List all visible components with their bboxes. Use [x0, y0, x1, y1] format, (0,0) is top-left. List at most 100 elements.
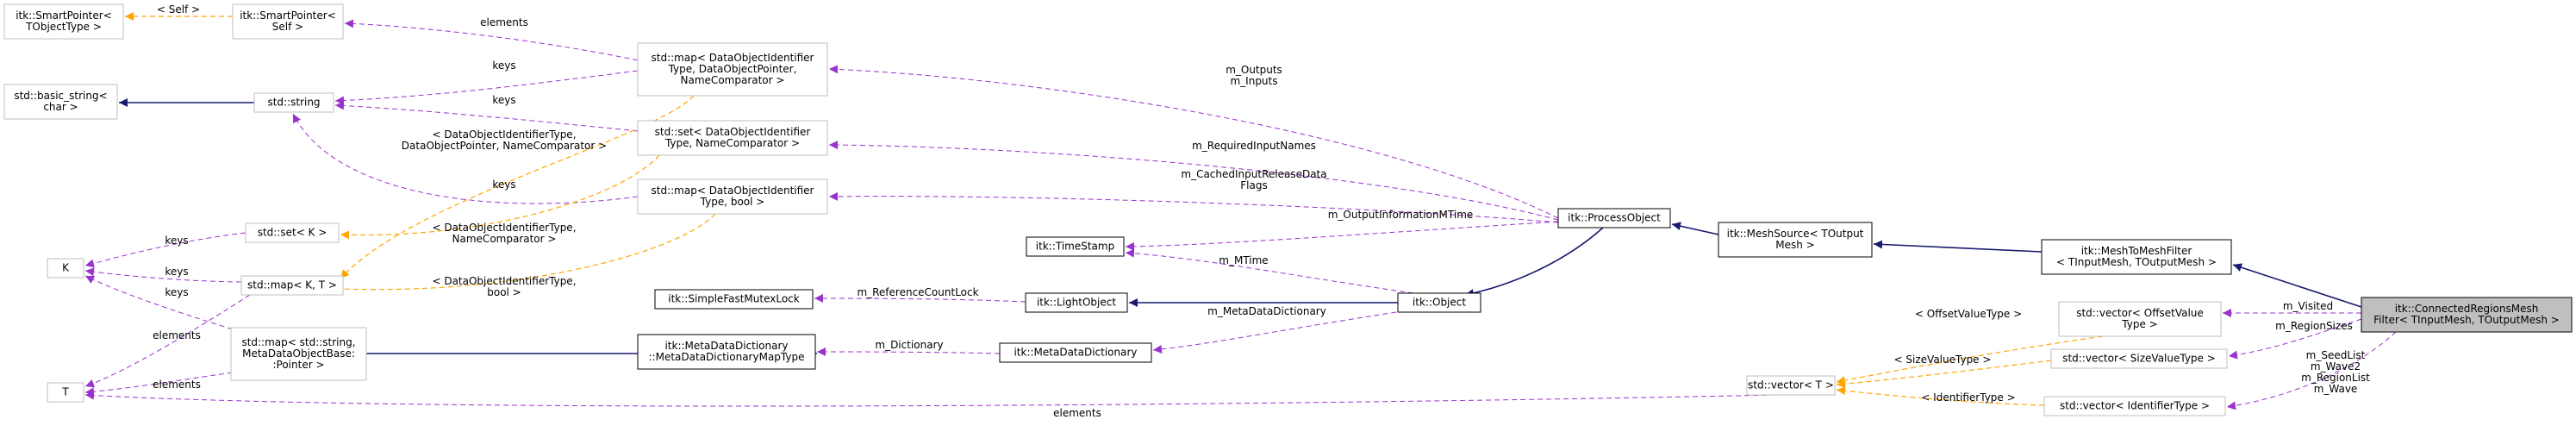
- usage-edge: [816, 347, 1001, 357]
- edge-label-line: bool >: [487, 286, 521, 298]
- edge-label-line: m_Inputs: [1230, 75, 1277, 87]
- edge-label-keys-outputs: keys: [492, 59, 515, 72]
- edge-label-visited: m_Visited: [2283, 300, 2333, 312]
- edge-label-elements-mapkt: elements: [153, 329, 201, 341]
- node-box: [2058, 301, 2222, 337]
- edge-label-tmpl-bool: < DataObjectIdentifierType,bool >: [432, 275, 576, 298]
- node-label-line: std::map< K, T >: [247, 279, 337, 291]
- edge-label-line: elements: [1053, 407, 1101, 419]
- node-box: [1025, 292, 1128, 313]
- template-edge: [1836, 360, 2052, 389]
- usage-edge: [84, 391, 1776, 407]
- node-label: std::basic_string<char >: [14, 90, 107, 113]
- edge-label-line: < OffsetValueType >: [1915, 308, 2022, 320]
- node-box: [637, 120, 828, 156]
- class-node-sp-self: itk::SmartPointer<Self >: [232, 3, 344, 40]
- node-label-line: Type, bool >: [700, 196, 765, 208]
- template-edge: [1836, 386, 2045, 406]
- class-node-t: T: [47, 382, 84, 403]
- node-label-line: itk::MetaDataDictionary: [664, 340, 788, 352]
- edge-label-line: m_Dictionary: [875, 339, 943, 351]
- node-label-line: std::vector< IdentifierType >: [2060, 400, 2210, 412]
- node-box: [47, 258, 84, 279]
- class-node-lightobject[interactable]: itk::LightObject: [1025, 292, 1128, 313]
- node-label-line: itk::MeshSource< TOutput: [1727, 228, 1864, 240]
- edge-label-line: m_Outputs: [1226, 64, 1282, 76]
- node-label-line: std::basic_string<: [14, 90, 107, 102]
- usage-edge: [344, 19, 639, 61]
- edge-label-line: m_RegionList: [2301, 372, 2370, 384]
- usage-edge: [1125, 248, 1414, 294]
- usage-edge: [84, 232, 246, 268]
- node-label-line: itk::SmartPointer<: [240, 9, 336, 22]
- edge-label-line: m_SeedList: [2306, 349, 2366, 361]
- class-node-timestamp[interactable]: itk::TimeStamp: [1026, 236, 1125, 257]
- node-label: K: [62, 262, 70, 274]
- edge-label-keys-strmeta: keys: [165, 286, 188, 298]
- node-label: T: [61, 386, 69, 398]
- node-box: [1397, 292, 1481, 313]
- edge-label-tmpl-size: < SizeValueType >: [1894, 354, 1992, 366]
- node-label-line: :Pointer >: [272, 359, 324, 371]
- node-box: [654, 289, 814, 310]
- class-node-mesh-to-mesh[interactable]: itk::MeshToMeshFilter< TInputMesh, TOutp…: [2041, 239, 2232, 275]
- edge-label-line: < DataObjectIdentifierType,: [432, 222, 576, 234]
- edge-label-self: < Self >: [157, 3, 200, 16]
- usage-edge: [1152, 309, 1414, 354]
- class-node-object[interactable]: itk::Object: [1397, 292, 1481, 313]
- class-node-mutexlock[interactable]: itk::SimpleFastMutexLock: [654, 289, 814, 310]
- node-label-line: Self >: [272, 21, 303, 33]
- node-label-line: ::MetaDataDictionaryMapType: [649, 351, 805, 363]
- node-label-line: std::set< DataObjectIdentifier: [655, 126, 811, 138]
- edge-label-line: < DataObjectIdentifierType,: [432, 128, 576, 141]
- edge-label-line: < DataObjectIdentifierType,: [432, 275, 576, 287]
- edge-label-line: m_Wave: [2314, 383, 2358, 395]
- node-label-line: itk::ProcessObject: [1568, 212, 1661, 224]
- edge-label-elements-strmeta: elements: [153, 379, 201, 391]
- class-node-mddict[interactable]: itk::MetaDataDictionary: [999, 342, 1152, 363]
- class-node-sp-tobjecttype: itk::SmartPointer<TObjectType >: [3, 3, 124, 40]
- node-label-line: char >: [43, 101, 78, 113]
- class-node-processobject[interactable]: itk::ProcessObject: [1557, 208, 1671, 229]
- node-label-line: itk::SmartPointer<: [16, 9, 112, 22]
- node-label: std::string: [267, 97, 320, 109]
- node-box: [232, 3, 344, 40]
- edge-label-dictionary: m_Dictionary: [875, 339, 943, 351]
- node-label-line: itk::MetaDataDictionary: [1014, 347, 1137, 359]
- usage-edge: [814, 294, 1026, 304]
- usage-edge: [84, 294, 251, 388]
- node-label-line: T: [61, 386, 69, 398]
- edge-label-elements-bottom: elements: [1053, 407, 1101, 419]
- node-label: std::map< std::string,MetaDataObjectBase…: [241, 336, 355, 371]
- node-box: [637, 42, 828, 97]
- node-box: [3, 3, 124, 40]
- inherit-edge: [1464, 227, 1604, 297]
- edge-label-keys-required: keys: [492, 94, 515, 106]
- node-box: [253, 92, 334, 113]
- node-label-line: itk::TimeStamp: [1036, 241, 1114, 253]
- node-label-line: Filter< TInputMesh, TOutputMesh >: [2373, 314, 2560, 326]
- edge-label-tmpl-outputs: < DataObjectIdentifierType,DataObjectPoi…: [402, 128, 607, 152]
- node-label: std::set< K >: [258, 227, 327, 239]
- node-label-line: Mesh >: [1775, 239, 1814, 251]
- node-label-line: std::string: [267, 97, 320, 109]
- node-label-line: TObjectType >: [25, 21, 102, 33]
- class-node-vec-size: std::vector< SizeValueType >: [2050, 348, 2228, 369]
- node-box: [2043, 396, 2226, 416]
- node-label-line: itk::SimpleFastMutexLock: [668, 293, 800, 305]
- node-box: [3, 84, 118, 120]
- node-label: itk::SmartPointer<TObjectType >: [16, 9, 112, 33]
- node-label: itk::SimpleFastMutexLock: [668, 293, 800, 305]
- template-edge: [340, 95, 695, 279]
- class-node-mddict-maptype[interactable]: itk::MetaDataDictionary::MetaDataDiction…: [637, 334, 816, 370]
- node-label-line: itk::LightObject: [1037, 297, 1116, 309]
